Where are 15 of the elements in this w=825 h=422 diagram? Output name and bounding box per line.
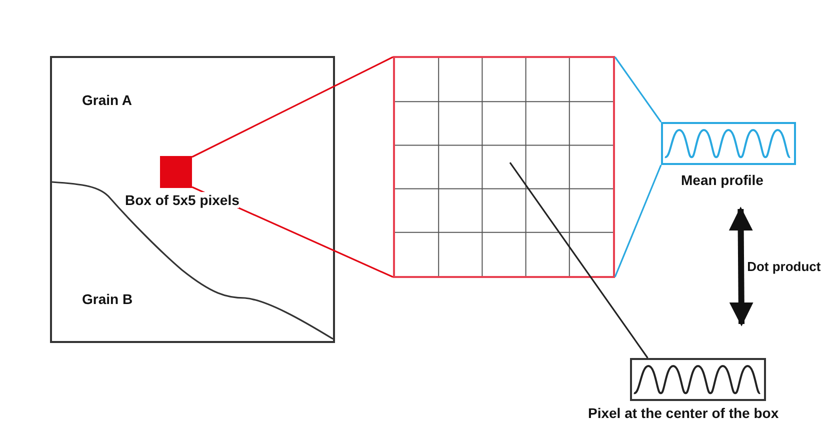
pixel-profile-plot: [630, 358, 766, 401]
mean-profile-plot: [661, 122, 796, 165]
box-caption: Box of 5x5 pixels: [125, 192, 240, 208]
plot-caption: Pixel at the center of the box: [588, 405, 779, 421]
grain-label: Grain B: [82, 291, 133, 307]
edge-label: Dot product: [747, 258, 821, 274]
zoom-line: [192, 56, 394, 158]
double-arrow: [728, 206, 754, 326]
pixel-box: [160, 156, 192, 188]
zoom-line: [614, 56, 662, 122]
zoom-line: [614, 164, 662, 278]
micrograph-box: [50, 56, 335, 343]
leader-line: [509, 162, 648, 358]
plot-caption: Mean profile: [681, 172, 764, 188]
grain-label: Grain A: [82, 92, 132, 108]
